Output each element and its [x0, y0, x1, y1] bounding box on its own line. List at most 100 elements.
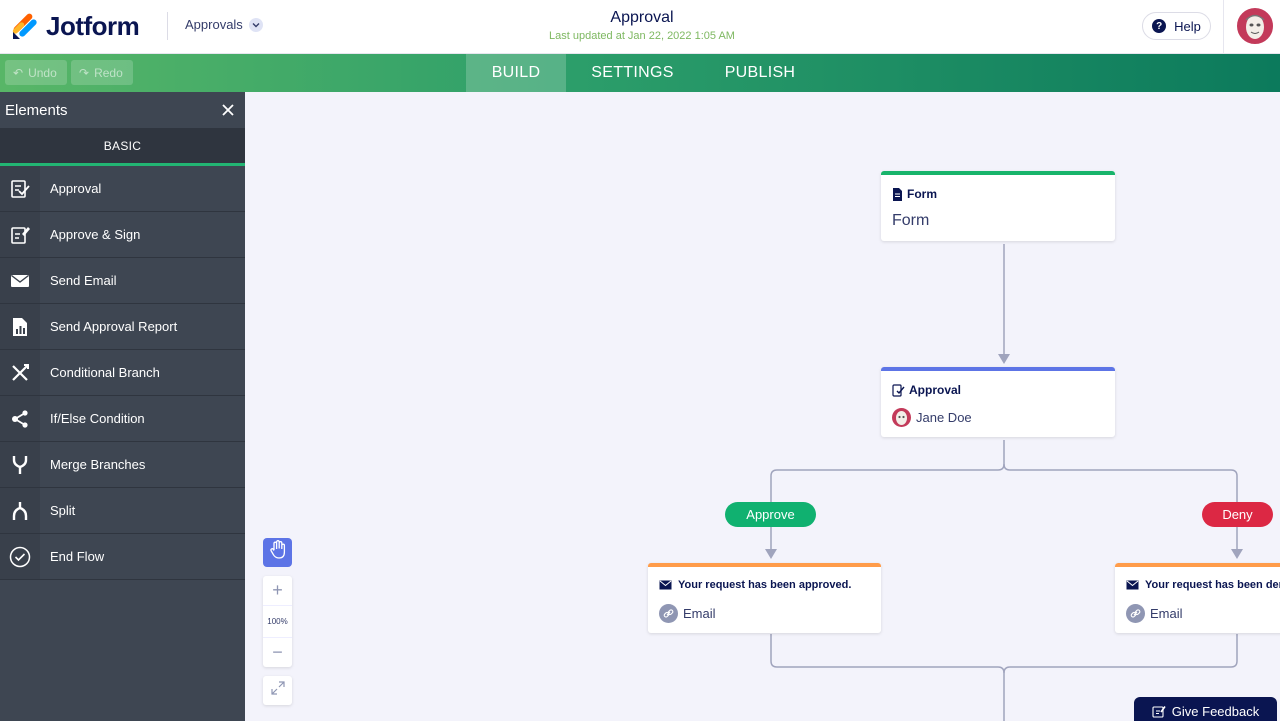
- sidebar-item-label: Send Approval Report: [50, 319, 178, 334]
- email-subject: Your request has been denied.: [1145, 579, 1280, 591]
- zoom-in-button[interactable]: +: [272, 580, 283, 600]
- split-icon: [0, 488, 40, 533]
- undo-label: Undo: [28, 65, 57, 80]
- flow-connectors: [765, 244, 1243, 721]
- email-kind-label: Email: [1150, 606, 1183, 621]
- approval-node[interactable]: Approval Jane Doe: [881, 367, 1115, 437]
- sidebar-item-conditional-branch[interactable]: Conditional Branch: [0, 350, 245, 396]
- approve-sign-icon: [0, 212, 40, 257]
- form-node[interactable]: Form Form: [881, 171, 1115, 241]
- node-type: Your request has been approved.: [659, 579, 851, 591]
- help-button[interactable]: ? Help: [1142, 12, 1211, 40]
- page-title-block: Approval Last updated at Jan 22, 2022 1:…: [500, 9, 784, 42]
- user-avatar[interactable]: [1237, 8, 1273, 44]
- fit-screen-button[interactable]: [263, 676, 292, 705]
- help-label: Help: [1174, 18, 1201, 34]
- form-switcher-label: Approvals: [185, 17, 243, 32]
- node-type-label: Approval: [909, 383, 962, 397]
- sidebar-item-label: End Flow: [50, 549, 105, 564]
- tab-publish[interactable]: PUBLISH: [724, 64, 796, 81]
- envelope-icon: [0, 258, 40, 303]
- sidebar-header: Elements: [0, 92, 245, 128]
- node-type: Form: [892, 187, 937, 201]
- jotform-logo[interactable]: Jotform: [10, 11, 140, 42]
- chevron-down-icon: [248, 17, 263, 32]
- sidebar-item-label: Send Email: [50, 273, 117, 288]
- if-else-icon: [0, 396, 40, 441]
- email-kind: Email: [1126, 604, 1183, 623]
- envelope-icon: [1126, 580, 1139, 590]
- conditional-branch-icon: [0, 350, 40, 395]
- sidebar-item-split[interactable]: Split: [0, 488, 245, 534]
- approval-assignee: Jane Doe: [892, 408, 972, 427]
- jotform-logo-icon: [10, 13, 38, 41]
- link-icon: [659, 604, 678, 623]
- feedback-icon: [1152, 705, 1166, 718]
- approval-icon: [892, 383, 905, 397]
- sidebar-item-if-else[interactable]: If/Else Condition: [0, 396, 245, 442]
- assignee-avatar: [892, 408, 911, 427]
- node-type: Your request has been denied.: [1126, 579, 1280, 591]
- undo-button[interactable]: ↶ Undo: [5, 60, 67, 85]
- deny-branch-label[interactable]: Deny: [1202, 502, 1273, 527]
- tab-basic[interactable]: BASIC: [0, 128, 245, 166]
- sidebar-item-label: Approve & Sign: [50, 227, 141, 242]
- close-icon[interactable]: [217, 99, 239, 121]
- form-switcher-dropdown[interactable]: Approvals: [185, 17, 263, 32]
- email-node-accent: [1115, 563, 1280, 567]
- expand-icon: [270, 681, 285, 700]
- feedback-label: Give Feedback: [1171, 703, 1260, 719]
- zoom-level: 100%: [263, 605, 292, 638]
- link-icon: [1126, 604, 1145, 623]
- zoom-controls: + 100% −: [263, 576, 292, 667]
- header-divider: [167, 12, 168, 40]
- elements-sidebar: Elements BASIC Approval Approve & Sign S…: [0, 92, 245, 721]
- sidebar-item-label: If/Else Condition: [50, 411, 145, 426]
- document-icon: [892, 187, 903, 201]
- email-subject: Your request has been approved.: [678, 579, 852, 591]
- undo-icon: ↶: [13, 65, 24, 80]
- sidebar-item-approval[interactable]: Approval: [0, 166, 245, 212]
- redo-icon: ↷: [79, 65, 90, 80]
- assignee-name: Jane Doe: [916, 410, 972, 425]
- sidebar-item-send-email[interactable]: Send Email: [0, 258, 245, 304]
- email-kind-label: Email: [683, 606, 716, 621]
- hand-icon: [269, 540, 287, 565]
- builder-toolbar: ↶ Undo ↷ Redo BUILD SETTINGS PUBLISH: [0, 54, 1280, 92]
- pan-tool-button[interactable]: [263, 538, 292, 567]
- denied-email-node[interactable]: Your request has been denied. Email: [1115, 563, 1280, 633]
- give-feedback-button[interactable]: Give Feedback: [1134, 697, 1277, 721]
- header-divider-right: [1223, 0, 1224, 54]
- zoom-out-button[interactable]: −: [272, 642, 283, 662]
- sidebar-item-merge-branches[interactable]: Merge Branches: [0, 442, 245, 488]
- sidebar-item-label: Split: [50, 503, 76, 518]
- sidebar-item-label: Conditional Branch: [50, 365, 160, 380]
- report-icon: [0, 304, 40, 349]
- approve-branch-label[interactable]: Approve: [725, 502, 816, 527]
- top-header: Jotform Approvals Approval Last updated …: [0, 0, 1280, 54]
- approval-node-accent: [881, 367, 1115, 371]
- last-updated-text: Last updated at Jan 22, 2022 1:05 AM: [549, 30, 735, 42]
- question-icon: ?: [1152, 19, 1167, 33]
- tab-build[interactable]: BUILD: [466, 54, 566, 92]
- approved-email-node[interactable]: Your request has been approved. Email: [648, 563, 881, 633]
- check-circle-icon: [0, 534, 40, 579]
- tab-settings[interactable]: SETTINGS: [591, 64, 674, 81]
- sidebar-item-approve-sign[interactable]: Approve & Sign: [0, 212, 245, 258]
- sidebar-item-send-approval-report[interactable]: Send Approval Report: [0, 304, 245, 350]
- logo-text: Jotform: [46, 11, 140, 41]
- node-type-label: Form: [907, 187, 937, 201]
- flow-canvas[interactable]: Form Form Approval Jane Doe Approve Deny: [245, 92, 1280, 721]
- approval-icon: [0, 166, 40, 211]
- form-node-name: Form: [892, 212, 930, 229]
- envelope-icon: [659, 580, 672, 590]
- form-node-accent: [881, 171, 1115, 175]
- page-title: Approval: [610, 9, 674, 26]
- email-kind: Email: [659, 604, 716, 623]
- sidebar-item-end-flow[interactable]: End Flow: [0, 534, 245, 580]
- redo-label: Redo: [94, 65, 123, 80]
- sidebar-title: Elements: [5, 101, 68, 119]
- sidebar-item-label: Approval: [50, 181, 102, 196]
- merge-icon: [0, 442, 40, 487]
- redo-button[interactable]: ↷ Redo: [71, 60, 133, 85]
